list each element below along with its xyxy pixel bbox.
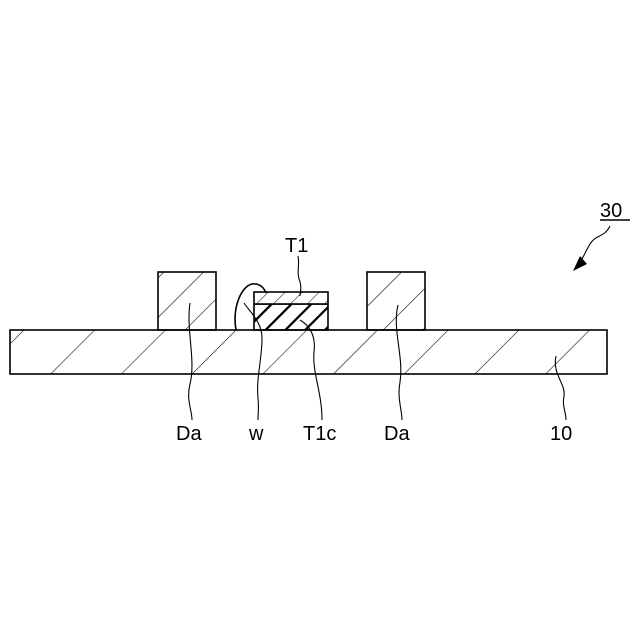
substrate-10 [10,330,607,374]
leader-t1 [298,256,301,296]
electrode-da-left [158,272,216,330]
element-t1 [254,292,328,330]
label-30: 30 [600,200,622,222]
label-w: w [248,423,264,445]
label-da-right: Da [384,423,410,445]
label-t1: T1 [285,235,308,257]
label-da-left: Da [176,423,202,445]
label-t1c: T1c [303,423,336,445]
label-10: 10 [550,423,572,445]
ref-30-arrow [573,226,610,271]
